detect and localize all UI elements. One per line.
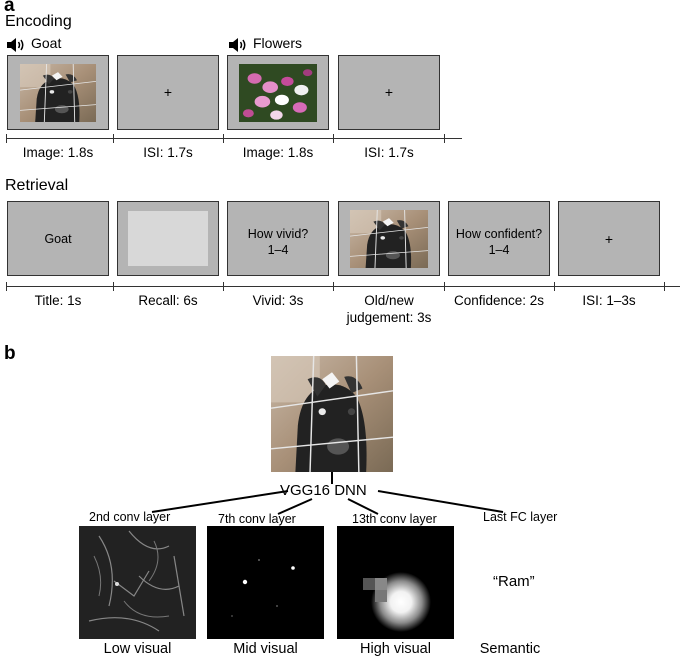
retrieval-title: Retrieval <box>5 177 69 194</box>
vivid-question: How vivid? <box>247 227 309 241</box>
retrieval-screen-confidence: How confident? 1–4 <box>448 201 550 276</box>
retrieval-duration: ISI: 1–3s <box>582 293 636 308</box>
timeline-tick <box>223 134 224 143</box>
panel-b-letter: b <box>4 343 16 364</box>
retrieval-screen-title: Goat <box>7 201 109 276</box>
timeline-tick <box>113 134 114 143</box>
encoding-duration: ISI: 1.7s <box>364 145 414 160</box>
timeline-tick <box>333 134 334 143</box>
encoding-screen-isi: + <box>338 55 440 130</box>
layer-label: 2nd conv layer <box>89 510 171 524</box>
timeline-tick <box>444 282 445 291</box>
layer-label: 7th conv layer <box>218 512 296 526</box>
level-label: Low visual <box>103 641 172 657</box>
retrieval-duration: Recall: 6s <box>138 293 198 308</box>
encoding-screen-image-goat <box>7 55 109 130</box>
level-label: Mid visual <box>233 641 298 657</box>
retrieval-screen-vivid: How vivid? 1–4 <box>227 201 329 276</box>
encoding-screen-image-flowers <box>227 55 329 130</box>
retrieval-duration-line2: judgement: 3s <box>346 310 432 325</box>
timeline-tick <box>223 282 224 291</box>
blank-screen <box>128 211 208 266</box>
cue-text: Flowers <box>253 35 303 51</box>
timeline-tick <box>444 134 445 143</box>
feature-map-high <box>337 526 454 639</box>
timeline-tick <box>6 134 7 143</box>
encoding-title: Encoding <box>5 13 72 30</box>
cue-text: Goat <box>31 35 62 51</box>
timeline-tick <box>664 282 665 291</box>
layer-label: 13th conv layer <box>352 512 437 526</box>
encoding-duration: Image: 1.8s <box>242 145 314 160</box>
fixation-cross: + <box>604 231 614 247</box>
timeline-tick <box>333 282 334 291</box>
retrieval-screen-oldnew <box>338 201 440 276</box>
level-label: High visual <box>360 641 431 657</box>
retrieval-duration: Title: 1s <box>34 293 82 308</box>
title-word: Goat <box>44 232 72 246</box>
fixation-cross: + <box>163 84 173 100</box>
encoding-duration: Image: 1.8s <box>22 145 94 160</box>
network-label: VGG16 DNN <box>280 482 367 499</box>
encoding-timeline <box>6 138 462 139</box>
retrieval-duration: Vivid: 3s <box>252 293 304 308</box>
retrieval-timeline <box>6 286 680 287</box>
retrieval-duration: Old/new <box>364 293 414 308</box>
confidence-question: How confident? <box>455 227 543 241</box>
timeline-tick <box>6 282 7 291</box>
vivid-scale: 1–4 <box>267 243 289 257</box>
layer-label: Last FC layer <box>483 510 558 524</box>
panel-a-letter: a <box>4 0 15 16</box>
feature-map-mid <box>207 526 324 639</box>
timeline-tick <box>554 282 555 291</box>
encoding-screen-isi: + <box>117 55 219 130</box>
retrieval-screen-recall <box>117 201 219 276</box>
timeline-tick <box>113 282 114 291</box>
level-label: Semantic <box>479 641 541 657</box>
retrieval-duration: Confidence: 2s <box>453 293 545 308</box>
feature-map-low <box>79 526 196 639</box>
fixation-cross: + <box>384 84 394 100</box>
confidence-scale: 1–4 <box>488 243 510 257</box>
encoding-duration: ISI: 1.7s <box>143 145 193 160</box>
retrieval-screen-isi: + <box>558 201 660 276</box>
semantic-word: “Ram” <box>493 573 535 590</box>
